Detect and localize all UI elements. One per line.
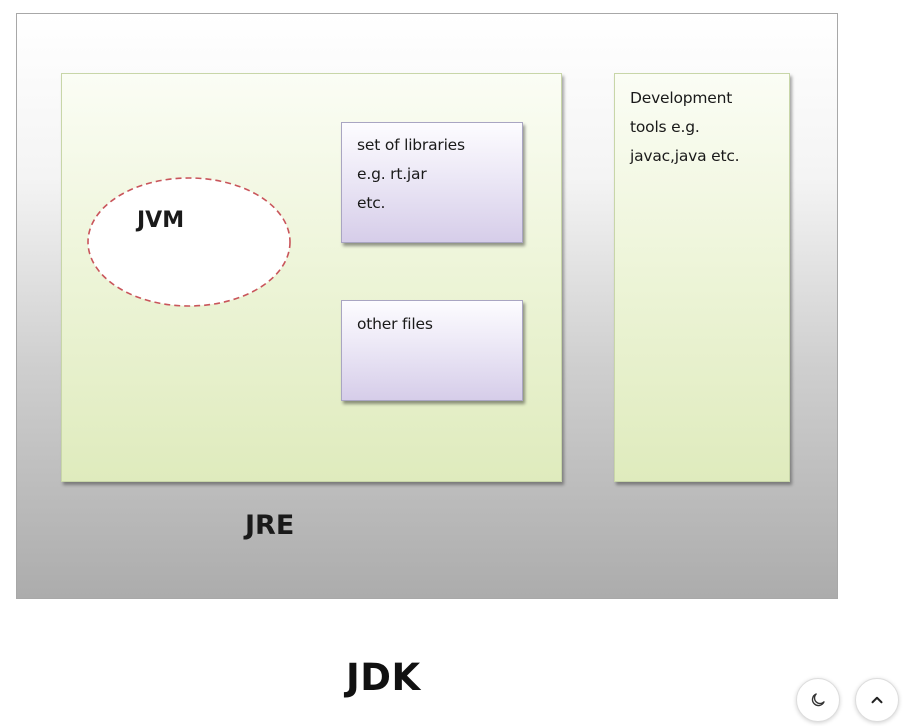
development-tools-box: Development tools e.g. javac,java etc. xyxy=(614,73,790,482)
theme-toggle-button[interactable] xyxy=(796,678,840,722)
scroll-to-top-button[interactable] xyxy=(855,678,899,722)
other-files-box: other files xyxy=(341,300,523,401)
jvm-label: JVM xyxy=(137,208,185,233)
development-tools-label: Development tools e.g. javac,java etc. xyxy=(630,89,740,165)
moon-icon xyxy=(809,691,827,709)
jvm-ellipse xyxy=(87,177,291,307)
other-files-label: other files xyxy=(357,315,433,333)
jre-label: JRE xyxy=(245,510,295,541)
jdk-label: JDK xyxy=(346,656,421,699)
libraries-box: set of libraries e.g. rt.jar etc. xyxy=(341,122,523,243)
chevron-up-icon xyxy=(868,691,886,709)
libraries-label: set of libraries e.g. rt.jar etc. xyxy=(357,136,465,212)
